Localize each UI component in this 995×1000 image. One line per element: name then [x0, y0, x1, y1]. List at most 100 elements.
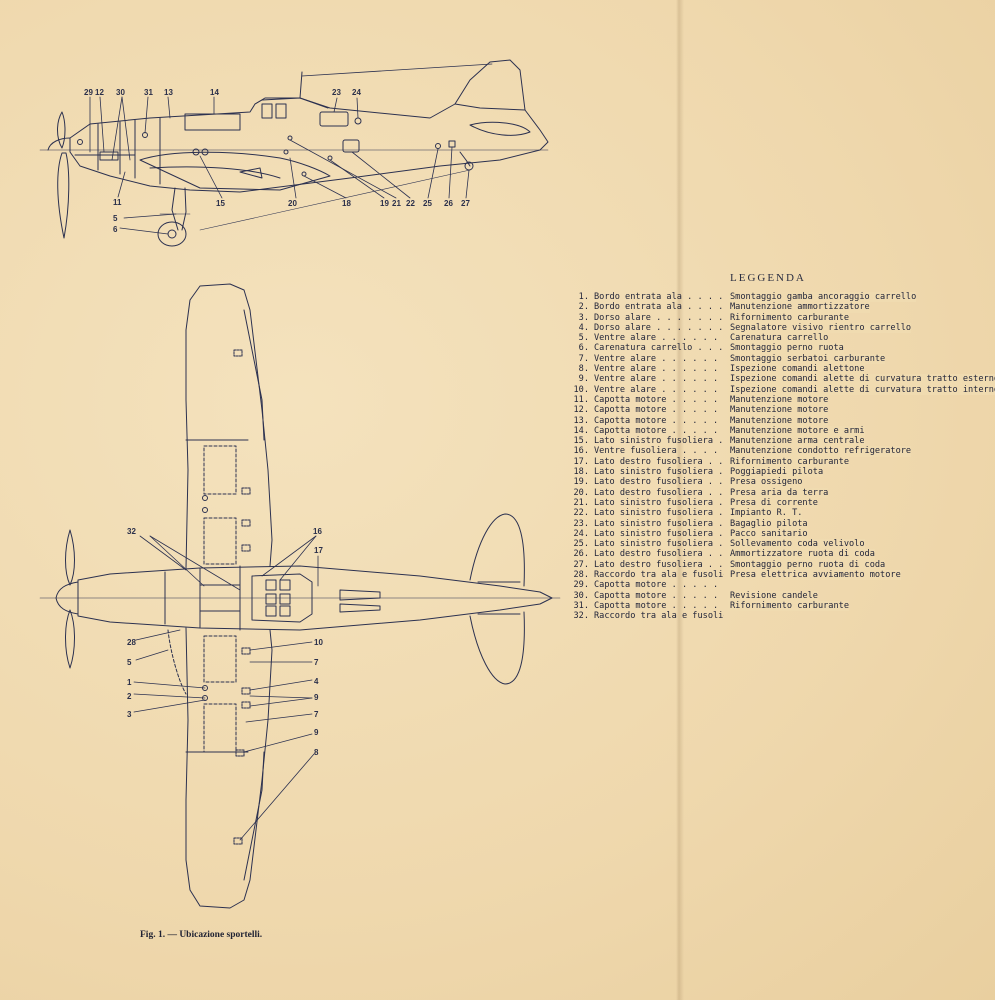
legend-item-location: Lato sinistro fusoliera [594, 436, 724, 446]
legend-item-number: 3. [578, 312, 589, 323]
callout-9b: 9 [314, 728, 319, 737]
side-view [39, 59, 549, 247]
legend-title: LEGGENDA [730, 272, 806, 284]
legend-item-action: Rifornimento carburante [728, 600, 849, 612]
legend-item: 5.Ventre alareCarenatura carrello [566, 333, 986, 344]
legend-item: 11.Capotta motoreManutenzione motore [566, 394, 986, 406]
legend-item: 22.Lato sinistro fusolieraImpianto R. T. [566, 508, 986, 519]
legend-item-number: 12. [573, 405, 589, 416]
legend-item: 28.Raccordo tra ala e fusolieraPresa ele… [566, 570, 986, 581]
legend-item-location: Lato sinistro fusoliera [594, 498, 724, 508]
legend-item-number: 28. [573, 570, 589, 581]
legend-item-location: Ventre alare [594, 364, 724, 374]
legend-item: 17.Lato destro fusolieraRifornimento car… [566, 456, 986, 468]
legend-item-action: Ammortizzatore ruota di coda [728, 549, 875, 560]
legend-item-location: Lato destro fusoliera [594, 549, 724, 559]
legend-item-action: Manutenzione arma centrale [728, 436, 865, 447]
legend-item: 10.Ventre alareIspezione comandi alette … [566, 384, 995, 395]
callout-5-plan: 5 [127, 658, 132, 667]
callout-12: 12 [95, 88, 104, 97]
legend-item: 12.Capotta motoreManutenzione motore [566, 405, 986, 416]
legend-item-number: 9. [578, 374, 589, 385]
legend-item-location: Lato destro fusoliera [594, 457, 724, 467]
legend-item-location: Ventre alare [594, 354, 724, 364]
legend-item-action: Rifornimento carburante [728, 312, 849, 323]
legend-item-action: Manutenzione motore e armi [728, 425, 865, 437]
legend-item: 7. Ventre alare Smontaggio serbatoi carbur… [566, 353, 986, 365]
legend-item-action: Smontaggio serbatoi carburante [728, 353, 886, 365]
legend-item: 4.Dorso alareSegnalatore visivo rientro … [566, 322, 986, 334]
callout-26: 26 [444, 199, 453, 208]
legend-item: 9.Ventre alareIspezione comandi alette d… [566, 374, 995, 385]
legend-item-action: Presa elettrica avviamento motore [728, 570, 901, 581]
legend-item-location: Ventre fusoliera [594, 446, 724, 456]
legend-item-number: 22. [573, 508, 589, 519]
legend-item-location: Lato sinistro fusoliera [594, 519, 724, 529]
legend-item-action: Sollevamento coda velivolo [728, 539, 865, 550]
legend-item-action: Smontaggio gamba ancoraggio carrello [728, 292, 917, 303]
legend-item-action: Segnalatore visivo rientro carrello [728, 322, 912, 334]
legend-item: 32.Raccordo tra ala e fusoliera [566, 611, 986, 621]
legend-item-number: 7. [578, 353, 589, 364]
callout-14: 14 [210, 88, 219, 97]
legend-item: 18.Lato sinistro fusolieraPoggiapiedi pi… [566, 467, 986, 478]
legend-item-number: 16. [573, 446, 589, 457]
legend-item-number: 24. [573, 528, 589, 539]
legend-item-location: Capotta motore [594, 426, 724, 436]
legend-item: 19.Lato destro fusolieraPresa ossigeno [566, 477, 986, 488]
legend-item-number: 29. [573, 580, 589, 591]
legend-item-action: Ispezione comandi alette di curvatura tr… [728, 384, 995, 395]
legend-item-number: 26. [573, 549, 589, 560]
legend-item-action: Revisione candele [728, 590, 818, 601]
legend-item-location: Carenatura carrello [594, 343, 724, 353]
legend-item-number: 5. [578, 333, 589, 344]
legend-item: 1. Bordo entrata ala Smontaggio gamba anco… [566, 292, 986, 303]
legend-item-location: Lato sinistro fusoliera [594, 539, 724, 549]
legend-item: 25. Lato sinistro fusoliera Sollevamento c… [566, 539, 986, 550]
legend-item-number: 23. [573, 518, 589, 529]
legend-item-action: Presa di corrente [728, 497, 818, 509]
legend-item-location: Capotta motore [594, 601, 724, 611]
callout-17: 17 [314, 546, 323, 555]
legend-item: 23. Lato sinistro fusoliera Bagaglio pilot… [566, 518, 986, 529]
callout-28: 28 [127, 638, 136, 647]
legend-item-action: Manutenzione motore [728, 405, 829, 416]
callout-22: 22 [406, 199, 415, 208]
callout-27: 27 [461, 199, 470, 208]
callout-7b: 7 [314, 710, 319, 719]
legend-item-number: 1. [578, 292, 589, 302]
legend-item-number: 19. [573, 477, 589, 488]
callout-9: 9 [314, 693, 319, 702]
legend-item: 24.Lato sinistro fusolieraPacco sanitari… [566, 528, 986, 540]
legend-item-location: Ventre alare [594, 385, 724, 395]
callout-16: 16 [313, 527, 322, 536]
legend-item-action: Bagaglio pilota [728, 518, 808, 529]
legend-item-number: 8. [578, 364, 589, 375]
legend-item-number: 13. [573, 415, 589, 426]
legend-item-location: Bordo entrata ala [594, 292, 724, 302]
legend-item-action: Smontaggio perno ruota di coda [728, 559, 886, 571]
legend-item-action: Presa ossigeno [728, 477, 803, 488]
legend-item-number: 18. [573, 467, 589, 478]
legend-list: 1. Bordo entrata ala Smontaggio gamba anco… [566, 292, 995, 622]
legend-item-number: 32. [573, 611, 589, 622]
callout-20: 20 [288, 199, 297, 208]
callout-2: 2 [127, 692, 132, 701]
legend-item-number: 17. [573, 456, 589, 467]
callout-18: 18 [342, 199, 351, 208]
legend-item-location: Dorso alare [594, 313, 724, 323]
legend-item-action: Presa aria da terra [728, 487, 829, 498]
legend-item-number: 14. [573, 425, 589, 436]
legend-item-number: 20. [573, 487, 589, 498]
callout-23: 23 [332, 88, 341, 97]
legend-item-number: 25. [573, 539, 589, 550]
legend-item: 2.Bordo entrata alaManutenzione ammortiz… [566, 302, 986, 313]
callout-7: 7 [314, 658, 319, 667]
legend-item-location: Lato sinistro fusoliera [594, 467, 724, 477]
legend-item-action: Manutenzione ammortizzatore [728, 302, 870, 313]
legend-item: 6.Carenatura carrelloSmontaggio perno ru… [566, 343, 986, 354]
legend-item-location: Capotta motore [594, 395, 724, 405]
legend-item-location: Dorso alare [594, 323, 724, 333]
callout-11: 11 [113, 198, 122, 207]
